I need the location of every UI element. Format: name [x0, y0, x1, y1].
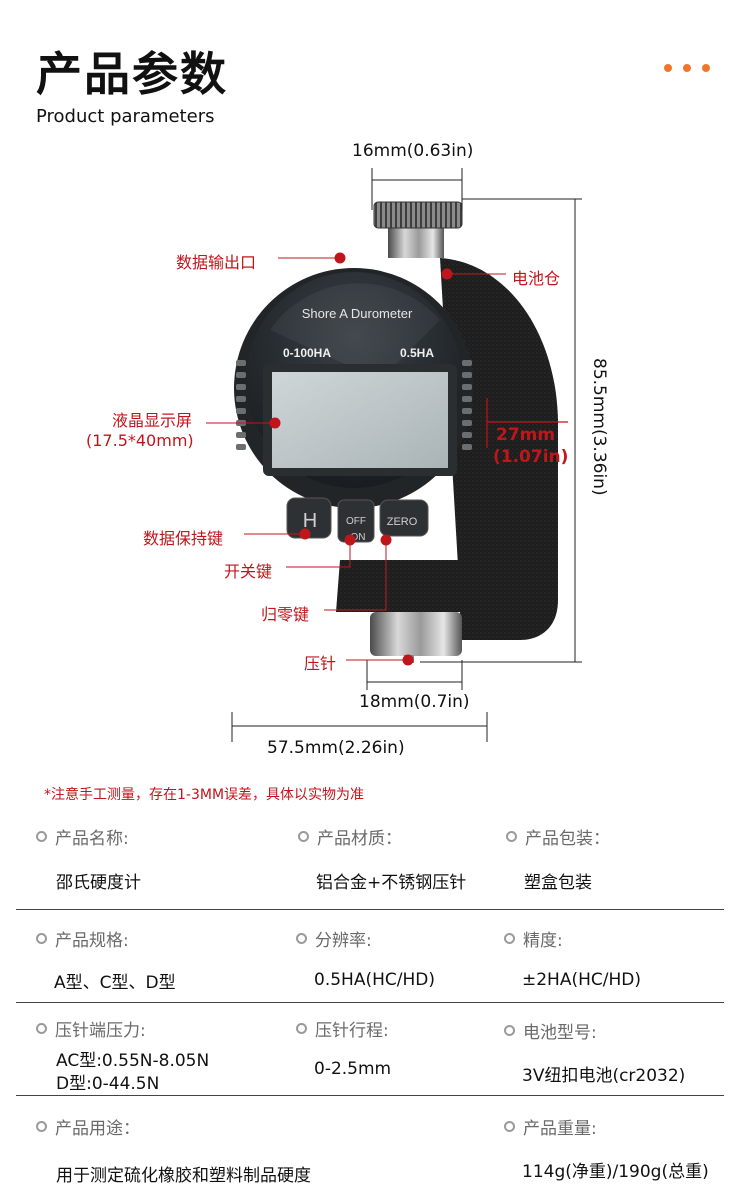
- body-neck: [336, 560, 468, 612]
- bullet-ring-icon: [36, 1023, 47, 1034]
- spec-name-value: 邵氏硬度计: [56, 873, 141, 893]
- page-subtitle: Product parameters: [36, 106, 215, 127]
- callout-zero-key: 归零键: [261, 605, 310, 624]
- spec-battery-value: 3V纽扣电池(cr2032): [522, 1066, 686, 1086]
- spec-package-label: 产品包装：: [506, 824, 610, 849]
- callout-hold-key: 数据保持键: [143, 529, 224, 548]
- callout-needle: 压针: [304, 654, 337, 673]
- bullet-ring-icon: [36, 933, 47, 944]
- spec-weight-value: 114g(净重)/190g(总重): [522, 1162, 709, 1182]
- spec-stroke-label: 压针行程:: [296, 1016, 389, 1041]
- spec-usage-label: 产品用途：: [36, 1114, 140, 1139]
- row-divider: [16, 1002, 724, 1003]
- spec-resolution-label: 分辨率:: [296, 926, 372, 951]
- spec-stroke-value: 0-2.5mm: [314, 1059, 392, 1079]
- dimension-lines: [231, 168, 582, 742]
- bullet-ring-icon: [298, 831, 309, 842]
- hold-button[interactable]: [286, 497, 332, 539]
- callout-leaders: [206, 252, 506, 666]
- dim-height: 85.5mm(3.36in): [589, 358, 609, 496]
- callout-lcd: 液晶显示屏: [112, 411, 193, 430]
- dim-top-width: 16mm(0.63in): [352, 141, 474, 161]
- bullet-ring-icon: [296, 1023, 307, 1034]
- spec-material-value: 铝合金+不锈钢压针: [316, 873, 467, 893]
- lcd-offset-lines: [486, 398, 568, 448]
- spec-accuracy-value: ±2HA(HC/HD): [522, 970, 641, 990]
- resolution-label: 0.5HA: [400, 346, 434, 360]
- spec-resolution-value: 0.5HA(HC/HD): [314, 970, 435, 990]
- power-button-off-label: OFF: [346, 516, 366, 527]
- more-dots-icon: [664, 64, 714, 74]
- bullet-ring-icon: [36, 831, 47, 842]
- spec-force-value-ac: AC型:0.55N-8.05N: [56, 1051, 210, 1071]
- spec-force-label: 压针端压力:: [36, 1016, 146, 1041]
- dim-total-width: 57.5mm(2.26in): [267, 738, 405, 758]
- page-title: 产品参数: [36, 47, 228, 101]
- body-rear: [440, 258, 558, 640]
- bullet-ring-icon: [504, 1121, 515, 1132]
- row-divider: [16, 1095, 724, 1096]
- durometer-illustration: Shore A Durometer 0-100HA 0.5HA H OFF ON…: [206, 168, 582, 742]
- spec-name-label: 产品名称:: [36, 824, 129, 849]
- spec-force-value-d: D型:0-44.5N: [56, 1074, 160, 1094]
- callout-battery: 电池仓: [512, 269, 561, 288]
- bullet-ring-icon: [296, 933, 307, 944]
- power-button[interactable]: [337, 499, 375, 543]
- spec-weight-label: 产品重量:: [504, 1114, 597, 1139]
- spec-package-value: 塑盒包装: [524, 873, 592, 893]
- zero-button[interactable]: [379, 499, 429, 537]
- dim-needle-width: 18mm(0.7in): [359, 692, 470, 712]
- callout-lcd-size: (17.5*40mm): [86, 431, 194, 450]
- callout-power-key: 开关键: [224, 562, 273, 581]
- lcd-screen: [272, 372, 448, 468]
- bullet-ring-icon: [36, 1121, 47, 1132]
- bullet-ring-icon: [504, 933, 515, 944]
- zero-button-label: ZERO: [387, 516, 418, 528]
- power-button-on-label: ON: [351, 532, 366, 543]
- spec-battery-label: 电池型号:: [504, 1018, 597, 1043]
- spec-accuracy-label: 精度:: [504, 926, 563, 951]
- callout-data-output: 数据输出口: [176, 253, 257, 272]
- measurement-note: *注意手工测量，存在1-3MM误差，具体以实物为准: [44, 787, 365, 803]
- row-divider: [16, 909, 724, 910]
- hold-button-label: H: [303, 510, 317, 532]
- dim-lcd-offset: 27mm: [496, 425, 556, 445]
- spec-type-value: A型、C型、D型: [54, 973, 176, 993]
- bullet-ring-icon: [506, 831, 517, 842]
- grip-ridges: [236, 360, 472, 450]
- spec-usage-value: 用于测定硫化橡胶和塑料制品硬度: [56, 1166, 311, 1186]
- dim-lcd-offset-inch: (1.07in): [493, 447, 569, 467]
- face-label: Shore A Durometer: [302, 306, 413, 321]
- range-label: 0-100HA: [283, 346, 331, 360]
- spec-type-label: 产品规格:: [36, 926, 129, 951]
- needle-holder: [370, 612, 462, 656]
- knob: [373, 201, 463, 229]
- spec-material-label: 产品材质：: [298, 824, 402, 849]
- bullet-ring-icon: [504, 1025, 515, 1036]
